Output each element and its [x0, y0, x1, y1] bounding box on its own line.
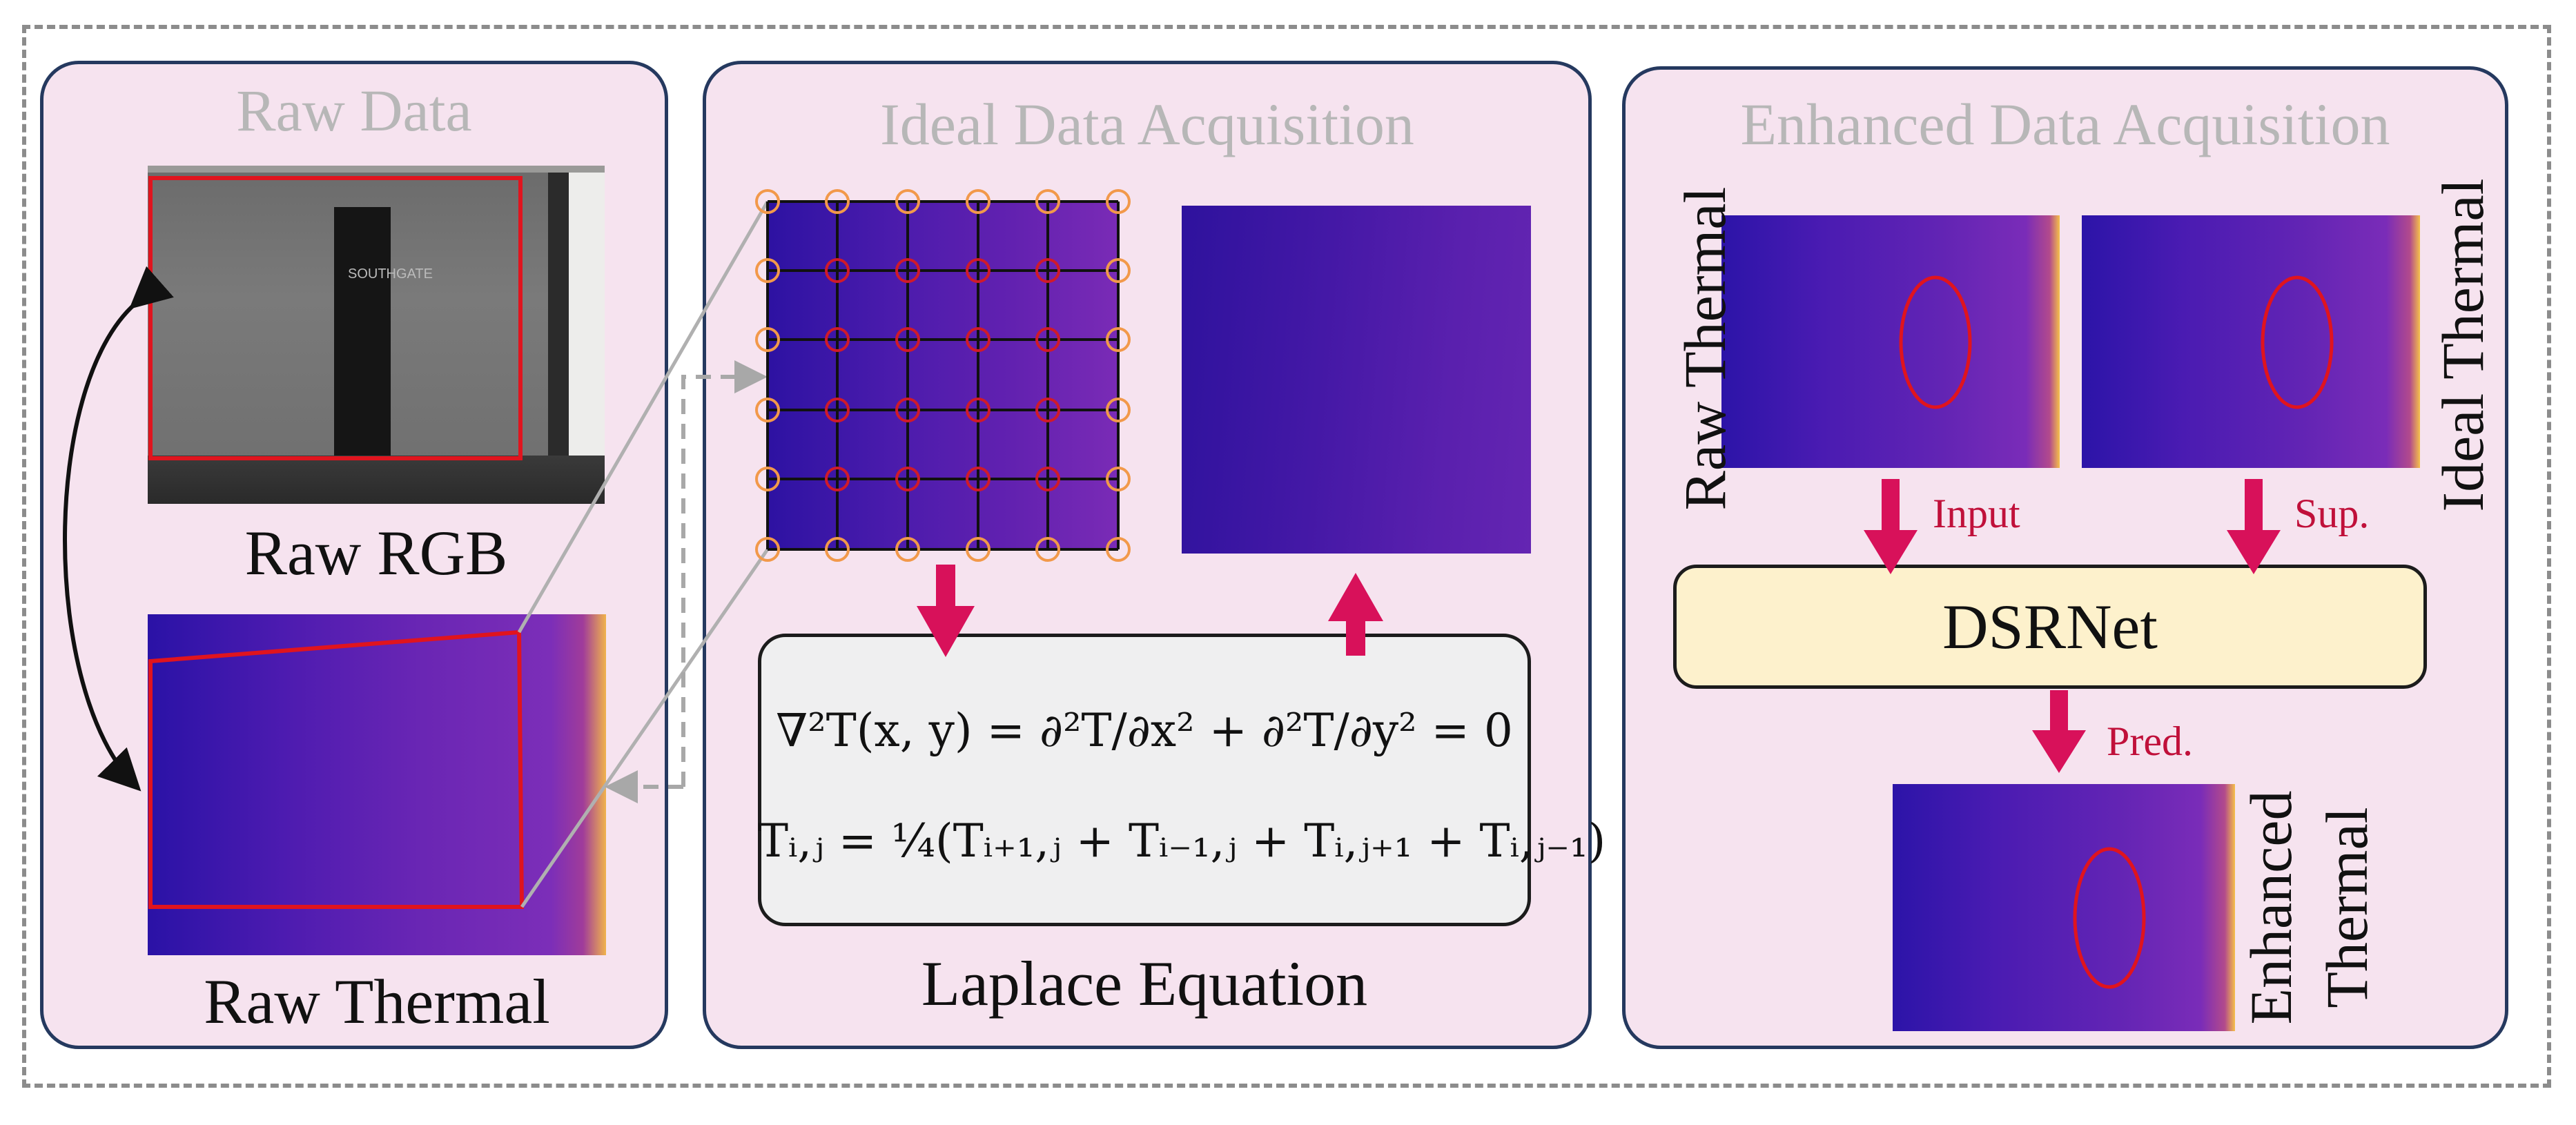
- rgb-region-outline: [148, 176, 523, 460]
- ideal-data-title: Ideal Data Acquisition: [880, 91, 1414, 157]
- dashed-feedback-arrow: [681, 360, 768, 787]
- dsrnet-block: DSRNet: [1673, 565, 2427, 689]
- enhanced-ideal-thermal-image: [2082, 215, 2420, 468]
- enhanced-data-title: Enhanced Data Acquisition: [1740, 91, 2390, 157]
- projection-line-bottom: [520, 548, 770, 908]
- raw-rgb-label: Raw RGB: [244, 518, 508, 588]
- discrete-laplace-equation: Tᵢ,ⱼ = ¼(Tᵢ₊₁,ⱼ + Tᵢ₋₁,ⱼ + Tᵢ,ⱼ₊₁ + Tᵢ,ⱼ…: [758, 814, 1606, 868]
- arrow-input: [1864, 479, 1918, 574]
- arrow-prediction: [2032, 690, 2086, 773]
- arrow-up-to-ideal: [1328, 573, 1383, 656]
- thermal-region-outline: [148, 629, 525, 909]
- input-label: Input: [1933, 491, 2020, 536]
- laplace-formula-box: [758, 634, 1531, 926]
- pred-label: Pred.: [2107, 718, 2193, 764]
- sampling-grid: [766, 200, 1120, 551]
- projection-line-top: [517, 200, 770, 634]
- arrow-supervision: [2227, 479, 2281, 574]
- laplace-equation: ∇²T(x, y) = ∂²T/∂x² + ∂²T/∂y² = 0: [776, 704, 1513, 757]
- raw-data-title: Raw Data: [236, 77, 472, 144]
- grid-sample-image: [768, 202, 1118, 549]
- enhanced-thermal-ellipse: [2073, 847, 2146, 989]
- enhanced-raw-thermal-image: [1721, 215, 2060, 468]
- enhanced-thermal-image: [1893, 784, 2235, 1031]
- raw-rgb-image: SOUTHGATE: [148, 166, 605, 504]
- raw-thermal-label: Raw Thermal: [204, 966, 550, 1037]
- grid-nodes: [755, 189, 1131, 562]
- laplace-equation-label: Laplace Equation: [921, 948, 1368, 1019]
- arrow-down-to-formula: [917, 565, 975, 657]
- outer-frame: [22, 25, 2551, 1088]
- raw-thermal-ellipse: [1899, 275, 1972, 409]
- ideal-thermal-ellipse: [2261, 275, 2334, 409]
- sign-text: SOUTHGATE: [348, 266, 433, 282]
- dsrnet-label: DSRNet: [1942, 591, 2158, 662]
- flow-arrows: [917, 479, 2281, 773]
- correspondence-arrow: [63, 266, 174, 792]
- sup-label: Sup.: [2294, 491, 2370, 536]
- ideal-thermal-image: [1182, 206, 1531, 554]
